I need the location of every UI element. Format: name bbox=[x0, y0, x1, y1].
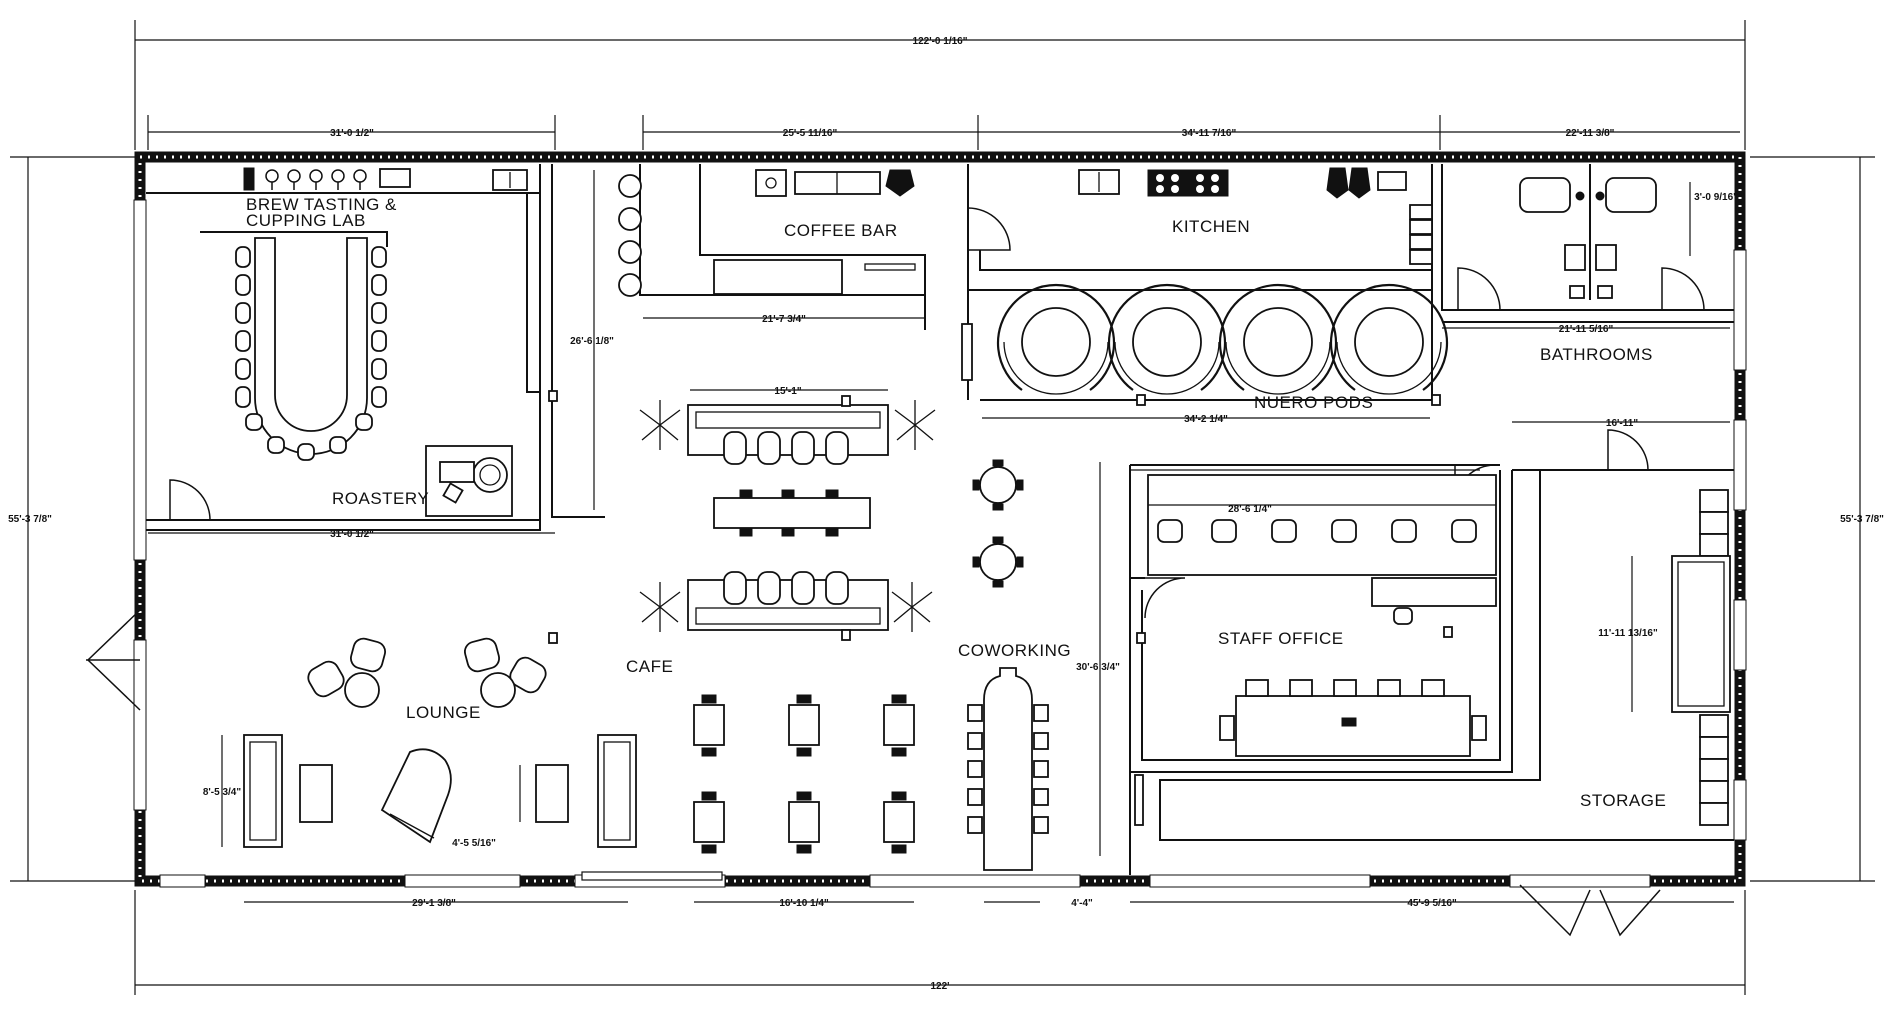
dimension-labels: 122'-0 1/16" 122' 55'-3 7/8" 55'-3 7/8" … bbox=[8, 36, 1884, 992]
room-labels: BREW TASTING & CUPPING LAB ROASTERY COFF… bbox=[246, 195, 1666, 810]
dim-lounge-width: 29'-1 3/8" bbox=[412, 898, 456, 909]
coworking-table bbox=[967, 667, 1049, 871]
nuero-pods bbox=[961, 283, 1449, 406]
cafe-furniture bbox=[548, 395, 1024, 854]
room-label-bathrooms: BATHROOMS bbox=[1540, 345, 1653, 364]
dim-lounge-table: 4'-5 5/16" bbox=[452, 838, 496, 849]
room-label-brew-lab-line2: CUPPING LAB bbox=[246, 211, 366, 230]
dim-brew-lab-width: 31'-0 1/2" bbox=[330, 128, 374, 139]
dim-coffee-bar-counter: 21'-7 3/4" bbox=[762, 314, 806, 325]
dim-storage-width: 45'-9 5/16" bbox=[1407, 898, 1457, 909]
coffee-bar-furniture bbox=[618, 169, 916, 297]
room-label-staff-office: STAFF OFFICE bbox=[1218, 629, 1344, 648]
room-label-coworking: COWORKING bbox=[958, 641, 1071, 660]
dim-bathrooms-inner: 21'-11 5/16" bbox=[1559, 324, 1614, 335]
storage-shelving bbox=[1671, 489, 1731, 826]
dim-bathroom-stall: 3'-0 9/16" bbox=[1694, 192, 1738, 203]
dim-coffee-bar-width: 25'-5 11/16" bbox=[783, 128, 838, 139]
dim-cafe-tables: 16'-10 1/4" bbox=[779, 898, 829, 909]
room-label-roastery: ROASTERY bbox=[332, 489, 429, 508]
brew-lab-furniture bbox=[200, 167, 558, 517]
kitchen-furniture bbox=[1078, 167, 1433, 265]
dim-left-height: 55'-3 7/8" bbox=[8, 514, 52, 525]
dimension-lines bbox=[10, 20, 1875, 995]
dim-cowork-table: 4'-4" bbox=[1071, 898, 1093, 909]
dim-cafe-bench: 15'-1" bbox=[774, 386, 801, 397]
room-label-kitchen: KITCHEN bbox=[1172, 217, 1250, 236]
dim-storage-shelf: 11'-11 13/16" bbox=[1598, 628, 1658, 639]
room-label-cafe: CAFE bbox=[626, 657, 673, 676]
dim-storage-top: 16'-11" bbox=[1606, 418, 1638, 429]
doors bbox=[86, 207, 1705, 937]
staff-office-furniture bbox=[1134, 474, 1497, 826]
room-label-storage: STORAGE bbox=[1580, 791, 1666, 810]
room-label-brew-lab-line1: BREW TASTING & bbox=[246, 195, 397, 214]
dim-bathrooms-width: 22'-11 3/8" bbox=[1566, 128, 1615, 139]
dim-office-height: 30'-6 3/4" bbox=[1076, 662, 1120, 673]
dim-overall-top: 122'-0 1/16" bbox=[913, 36, 968, 47]
dim-cafe-height: 26'-6 1/8" bbox=[570, 336, 614, 347]
dim-roastery-width: 31'-0 1/2" bbox=[330, 529, 374, 540]
dim-overall-bottom: 122' bbox=[930, 981, 949, 992]
room-label-coffee-bar: COFFEE BAR bbox=[784, 221, 898, 240]
room-label-nuero-pods: NUERO PODS bbox=[1254, 393, 1373, 412]
lounge-furniture bbox=[243, 637, 637, 848]
dim-lounge-sofa: 8'-5 3/4" bbox=[203, 787, 242, 798]
dim-staff-counter: 28'-6 1/4" bbox=[1228, 504, 1272, 515]
room-label-lounge: LOUNGE bbox=[406, 703, 481, 722]
dim-right-height: 55'-3 7/8" bbox=[1840, 514, 1884, 525]
exterior-walls bbox=[133, 151, 1747, 888]
interior-walls bbox=[146, 164, 1734, 875]
dim-nuero-pods-width: 34'-2 1/4" bbox=[1184, 414, 1228, 425]
dim-kitchen-width: 34'-11 7/16" bbox=[1182, 128, 1237, 139]
bathroom-fixtures bbox=[1519, 177, 1657, 299]
